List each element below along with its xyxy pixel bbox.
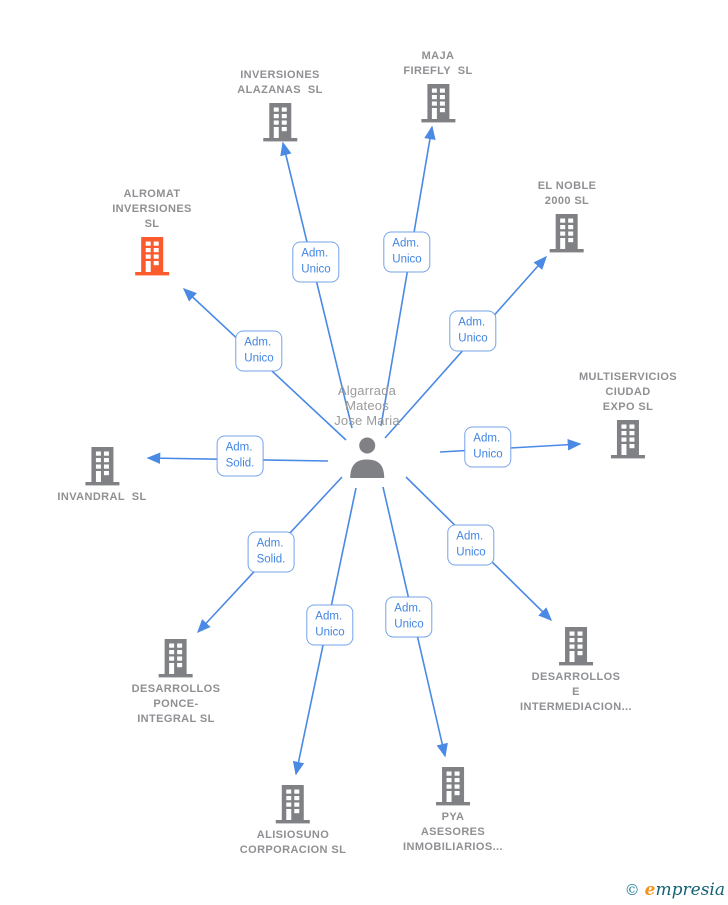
edge-line-alazanas bbox=[280, 141, 353, 429]
building-icon bbox=[557, 625, 595, 667]
relationship-label-intermediacion: Adm. Unico bbox=[447, 524, 495, 566]
company-node-invandral[interactable]: INVANDRAL SL bbox=[57, 445, 146, 505]
building-icon bbox=[83, 445, 121, 487]
edge-line-maja bbox=[380, 125, 436, 427]
brand-text: mpresia bbox=[655, 880, 726, 900]
brand-letter: e bbox=[644, 880, 656, 900]
company-node-desarrollos-e-intermediacion[interactable]: DESARROLLOS E INTERMEDIACION... bbox=[520, 625, 632, 715]
person-node-algarrada-mateos[interactable]: Algarrada Mateos Jose Maria bbox=[334, 383, 400, 480]
company-node-pya-asesores[interactable]: PYA ASESORES INMOBILIARIOS... bbox=[403, 765, 503, 855]
building-icon bbox=[261, 101, 299, 143]
relationship-label-maja: Adm. Unico bbox=[383, 231, 431, 273]
company-node-alisiosuno-corporacion[interactable]: ALISIOSUNO CORPORACION SL bbox=[240, 783, 346, 858]
company-name: DESARROLLOS E INTERMEDIACION... bbox=[520, 671, 632, 713]
company-name: EL NOBLE 2000 SL bbox=[537, 180, 597, 207]
relationship-label-invandral: Adm. Solid. bbox=[216, 435, 264, 477]
company-name: ALROMAT INVERSIONES SL bbox=[112, 188, 192, 230]
relationship-label-alazanas: Adm. Unico bbox=[292, 241, 340, 283]
company-node-alromat-inversiones[interactable]: ALROMAT INVERSIONES SL bbox=[112, 187, 192, 277]
relationship-label-noble: Adm. Unico bbox=[449, 310, 497, 352]
company-node-el-noble-2000[interactable]: EL NOBLE 2000 SL bbox=[538, 179, 597, 254]
building-icon bbox=[609, 418, 647, 460]
company-name: PYA ASESORES INMOBILIARIOS... bbox=[403, 811, 503, 853]
empresia-logo[interactable]: ©empresia bbox=[625, 880, 725, 900]
company-name: MULTISERVICIOS CIUDAD EXPO SL bbox=[578, 371, 678, 413]
relationship-label-alisiosuno: Adm. Unico bbox=[306, 604, 354, 646]
company-name: MAJA FIREFLY SL bbox=[403, 50, 473, 77]
building-icon bbox=[274, 783, 312, 825]
company-name: INVANDRAL SL bbox=[57, 491, 147, 503]
building-icon bbox=[548, 212, 586, 254]
relationship-label-pya: Adm. Unico bbox=[385, 596, 433, 638]
person-name: Algarrada Mateos Jose Maria bbox=[334, 383, 400, 428]
building-icon-highlighted bbox=[133, 235, 171, 277]
copyright-icon: © bbox=[624, 881, 640, 899]
company-node-maja-firefly[interactable]: MAJA FIREFLY SL bbox=[403, 49, 472, 124]
company-name: DESARROLLOS PONCE- INTEGRAL SL bbox=[131, 683, 221, 725]
company-node-desarrollos-ponce-integral[interactable]: DESARROLLOS PONCE- INTEGRAL SL bbox=[132, 637, 221, 727]
relationship-label-multiservicios: Adm. Unico bbox=[464, 426, 512, 468]
relationship-label-alromat: Adm. Unico bbox=[235, 330, 283, 372]
company-name: ALISIOSUNO CORPORACION SL bbox=[239, 829, 347, 856]
building-icon bbox=[419, 82, 457, 124]
person-icon bbox=[347, 436, 387, 480]
building-icon bbox=[434, 765, 472, 807]
relationship-label-ponce: Adm. Solid. bbox=[247, 531, 295, 573]
building-icon bbox=[157, 637, 195, 679]
company-name: INVERSIONES ALAZANAS SL bbox=[237, 69, 323, 96]
company-node-multiservicios-ciudad-expo[interactable]: MULTISERVICIOS CIUDAD EXPO SL bbox=[579, 370, 677, 460]
company-node-inversiones-alazanas[interactable]: INVERSIONES ALAZANAS SL bbox=[237, 68, 322, 143]
